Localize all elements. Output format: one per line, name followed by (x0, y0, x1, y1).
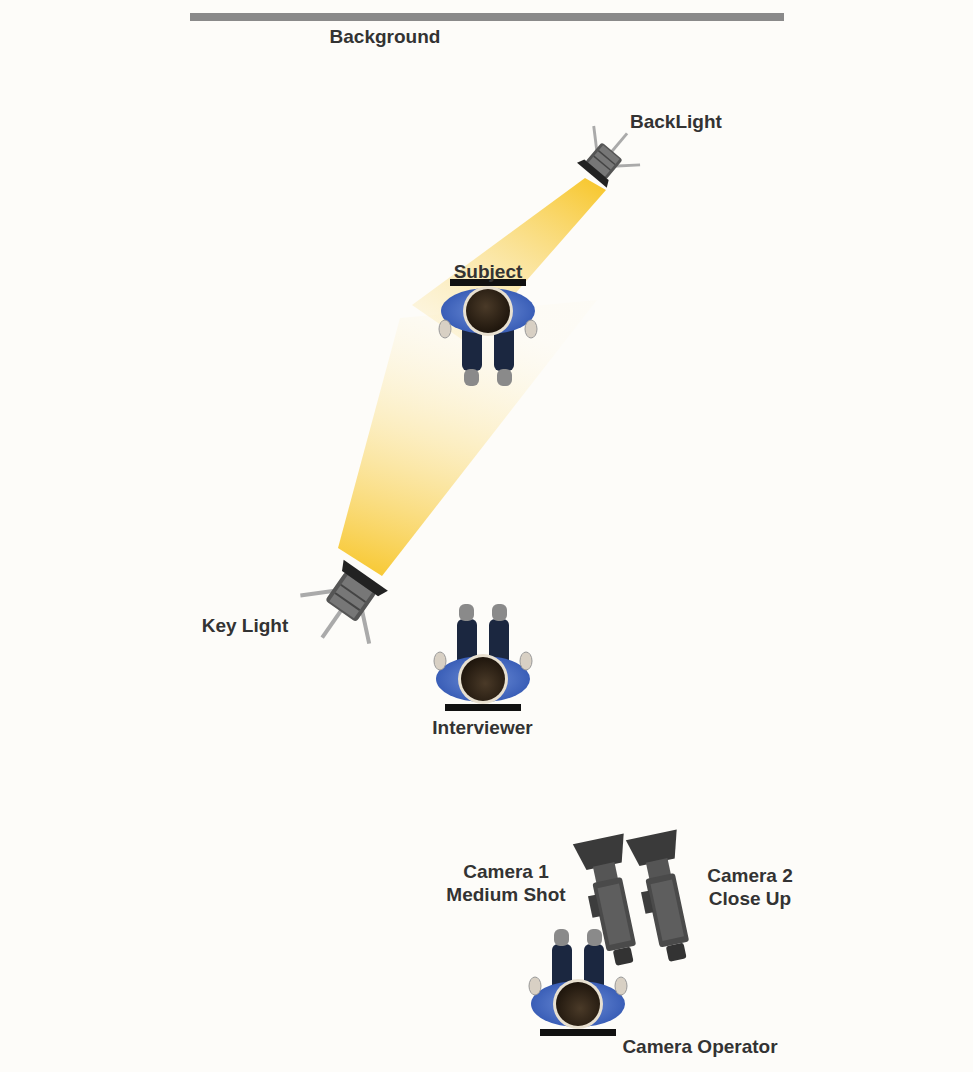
background-label: Background (290, 25, 480, 48)
subject-label: Subject (413, 260, 563, 283)
camera-2 (626, 830, 703, 966)
backlight-label: BackLight (630, 110, 760, 133)
interviewer-label: Interviewer (400, 716, 565, 739)
key-light-label: Key Light (170, 614, 320, 637)
interviewer-figure (434, 604, 532, 711)
subject-figure (439, 279, 537, 386)
background-bar (190, 13, 784, 21)
camera-1-label: Camera 1 Medium Shot (436, 860, 576, 906)
camera-2-label: Camera 2 Close Up (690, 864, 810, 910)
key-light-fixture (288, 551, 400, 661)
camera-operator-label: Camera Operator (590, 1035, 810, 1058)
